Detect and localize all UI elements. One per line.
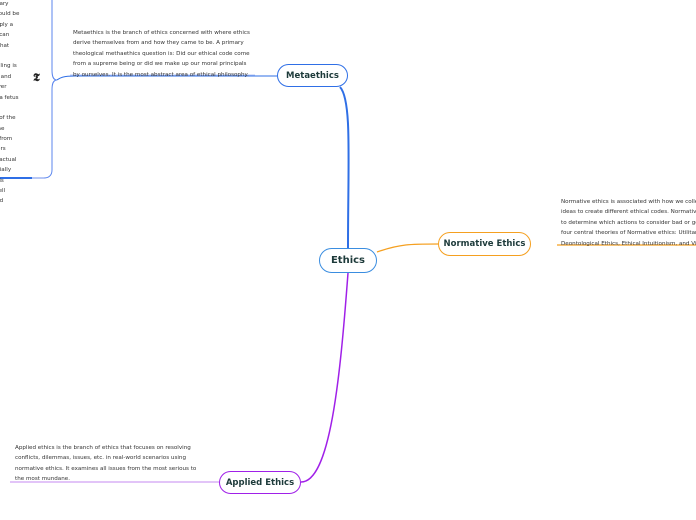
connector-metaethics-sub	[56, 75, 277, 81]
connector-normative	[376, 243, 439, 253]
central-node-ethics[interactable]: Ethics	[319, 248, 377, 273]
newspaper-t-icon[interactable]: 𝕿	[33, 71, 40, 84]
metaethics-note: Metaethics is the branch of ethics conce…	[73, 30, 250, 78]
applied-note: Applied ethics is the branch of ethics t…	[15, 445, 197, 483]
connector-applied	[300, 272, 349, 483]
brace-left	[43, 0, 58, 179]
connector-metaethics	[339, 86, 350, 249]
node-normative-ethics[interactable]: Normative Ethics	[438, 232, 531, 256]
node-applied-ethics[interactable]: Applied Ethics	[219, 471, 301, 494]
node-metaethics[interactable]: Metaethics	[277, 64, 348, 87]
normative-note: Normative ethics is associated with how …	[561, 199, 696, 247]
left-note: marywould bemply ae canf thatnkilling is…	[0, 1, 20, 205]
